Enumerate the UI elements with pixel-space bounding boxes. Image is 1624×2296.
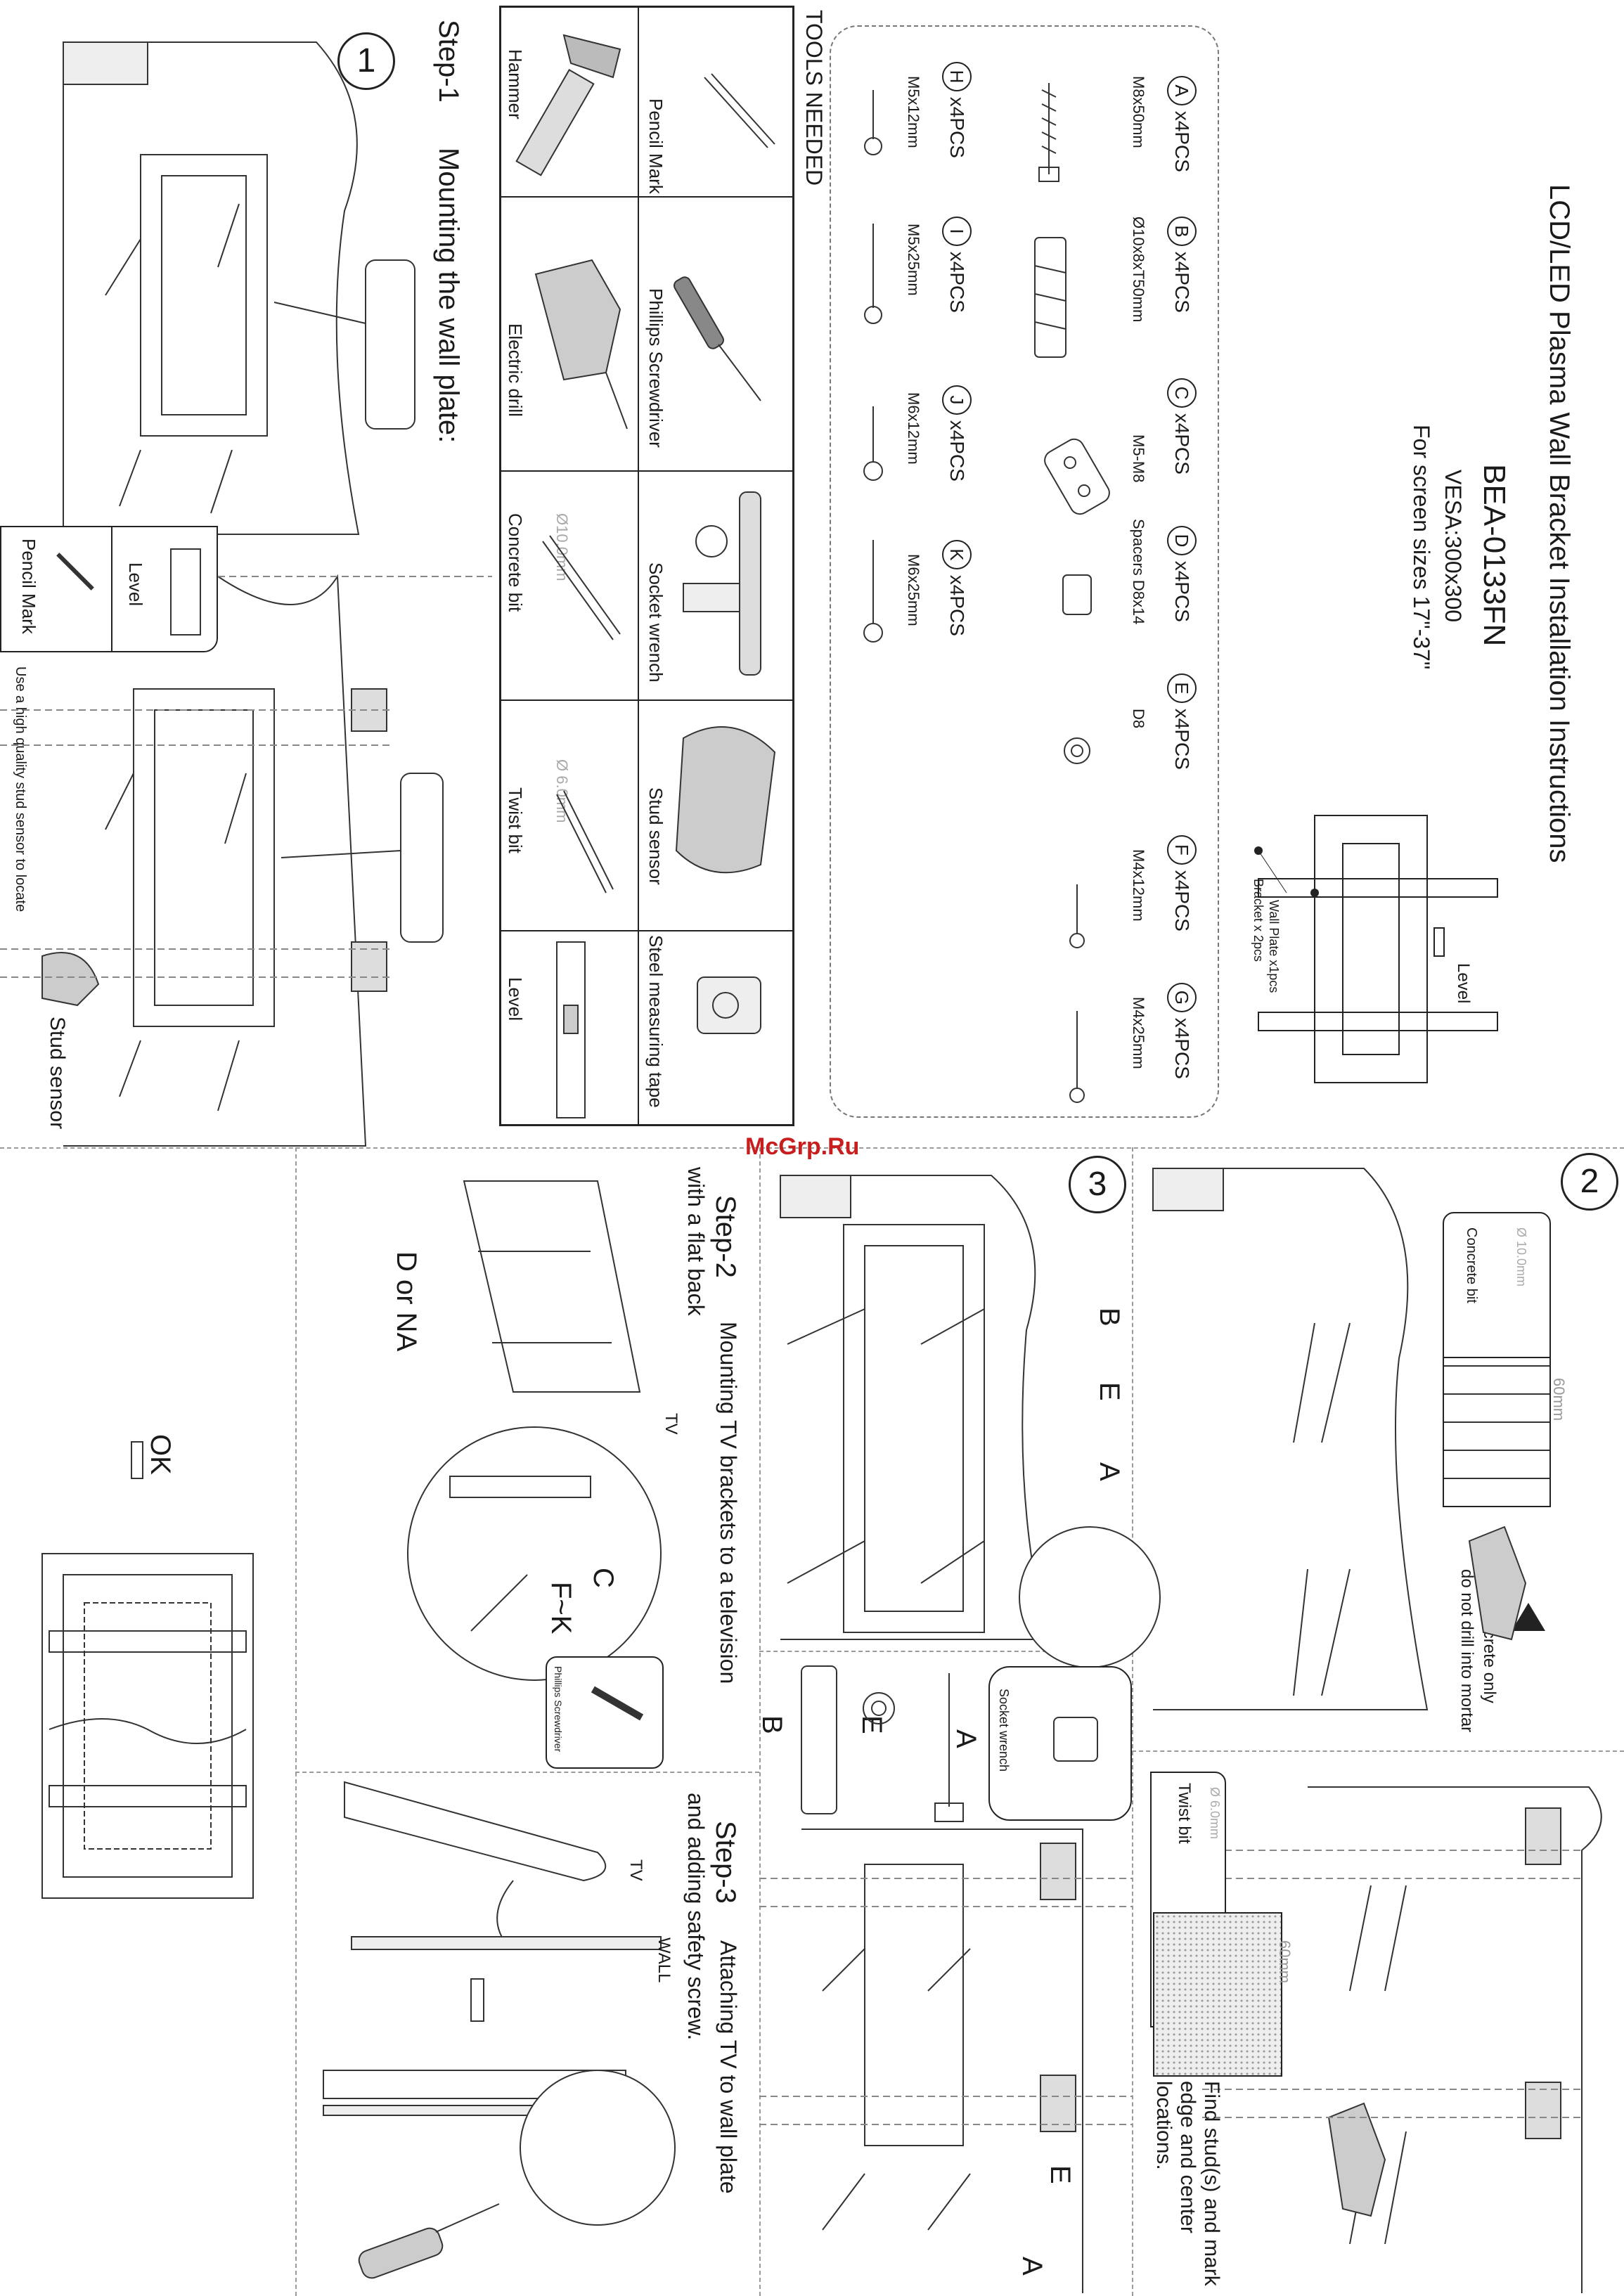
step3-label-B: B [1094,1308,1125,1327]
step2-find-line3: locations. [1152,2081,1175,2170]
step3-lower-A: A [1017,2257,1048,2276]
tool-sketches [515,34,776,1118]
divider-step3 [759,1651,1132,1652]
stud-sensor-icon [675,726,776,874]
hammer-icon [515,34,621,176]
step2-stud-section [1153,1912,1282,2077]
screwdriver-icon [674,276,761,401]
level-icon [556,941,586,1118]
overview-wallplate-label: Wall Plate x1pcs [1267,900,1281,993]
step2-number: 2 [1561,1153,1618,1211]
step3-lower-E: E [1045,2165,1076,2184]
tool-cell-concrete [501,471,638,700]
step1-number: 1 [337,32,395,90]
watermark: McGrp.Ru [745,1133,860,1160]
tv-step2-d-or-na: D or NA [391,1251,422,1352]
socket-wrench-icon [683,491,761,676]
level-icon [170,548,201,636]
divider-v2 [759,1147,761,2296]
twist-bit-icon [556,790,614,894]
step3-label-E: E [1094,1382,1125,1401]
step1-pencil-label: Pencil Mark [18,538,39,634]
bracket-overview-drawing [1254,815,1498,1083]
bracket-overview: Level Wall Plate x1pcs Bracket x 2pcs [1244,801,1512,1097]
divider-tv [295,1772,759,1773]
doc-title: LCD/LED Plasma Wall Bracket Installation… [1544,184,1575,863]
tape-icon [697,976,761,1034]
tool-cell-stud [638,700,793,931]
step1-level-pencil-box: Level Pencil Mark [0,526,218,652]
pencil-icon [704,73,775,148]
step1-box-divider [111,527,112,651]
socket-wrench-icon [1053,1717,1098,1762]
overview-bracket-label: Bracket x 2pcs [1251,879,1265,962]
step3-part-B: B [756,1715,787,1734]
tv-step2-fk-label: F~K [546,1582,576,1634]
model-number: BEA-0133FN [1477,464,1512,647]
tv-step3-wall-label: WALL [655,1937,674,1983]
drill-icon [534,259,628,430]
vesa-spec: VESA:300x300 [1441,470,1466,623]
tool-cell-pencil [638,7,793,197]
step2-twist-depth: 60mm [1276,1940,1294,1984]
down-arrow-icon [131,1441,143,1479]
tool-cell-screwdriver [638,197,793,471]
overview-level-label: Level [1454,963,1473,1004]
screen-sizes: For screen sizes 17"-37" [1409,425,1434,670]
step2-twist-size: Ø 6.0mm [1208,1787,1222,1840]
step2-brick-wall [1443,1357,1551,1507]
step3-label-A: A [1094,1462,1125,1481]
tv-step2-screwdriver-box: Phillips Screwdriver [546,1656,664,1769]
tv-step3-drawing [323,1781,676,2279]
tv-step2-c-label: C [588,1568,619,1588]
tool-cell-socket [638,471,793,700]
ok-label: OK [145,1434,176,1475]
step2-twist-label: Twist bit [1175,1783,1194,1844]
step1-note: Use a high quality stud sensor to locate [13,666,28,912]
tools-needed-title: TOOLS NEEDED [801,10,827,186]
tool-cell-drill [501,197,638,471]
tv-step3-tv-label: TV [626,1859,645,1881]
divider-v1 [295,1147,297,2296]
step1-drawing [0,41,492,1147]
screwdriver-icon [591,1686,644,1721]
step3-number: 3 [1069,1156,1126,1213]
step3-drawing [759,1175,1161,2293]
step1-level-label: Level [125,562,146,607]
step2-find-line1: Find stud(s) and mark [1200,2081,1223,2286]
step3-socket-box: Socket wrench [988,1666,1132,1821]
step3-parts-row [801,1665,964,1822]
step1-stud-sensor-label: Stud sensor [46,1017,69,1130]
tool-cell-hammer [501,7,638,197]
tool-cell-tape [638,931,793,1125]
tool-cell-twist [501,700,638,931]
tv-step2-drawing [407,1180,662,1681]
divider-middle [0,1147,1624,1149]
tools-table: Pencil Mark Hammer Phillips Screwdriver … [499,6,794,1126]
divider-v3 [1132,1147,1133,2296]
tv-step2-tv-label: TV [662,1413,681,1435]
concrete-bit-icon [542,535,621,640]
ok-bracket-drawing [41,1553,254,1899]
tv-step2-screwdriver-label: Phillips Screwdriver [553,1666,564,1753]
pencil-icon [56,553,94,591]
step3-socket-label: Socket wrench [997,1689,1011,1772]
step2-drawing [1152,1168,1602,2293]
hardware-sketches [863,83,1110,1103]
tool-cell-level [501,931,638,1125]
step2-find-line2: edge and center [1176,2081,1199,2233]
parts-list: A x4PCS M8x50mm B x4PCS Ø10x8xT50mm C x4… [830,25,1219,1118]
divider-step2 [1132,1750,1624,1752]
